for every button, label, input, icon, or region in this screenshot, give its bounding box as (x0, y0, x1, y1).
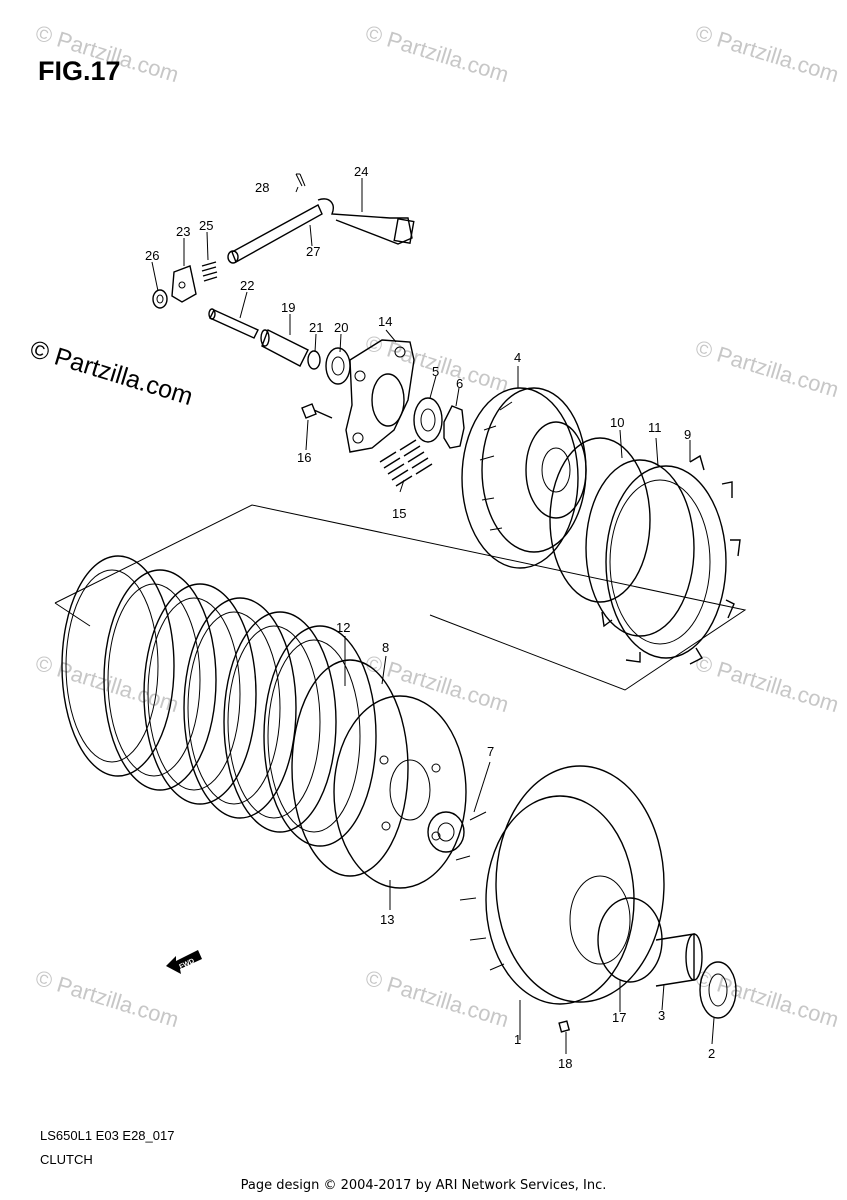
primary-driven-gear (455, 765, 665, 1005)
callout-label: 20 (334, 320, 348, 335)
callout-label: 11 (648, 420, 662, 435)
o-ring (307, 350, 321, 370)
callout-label: 12 (336, 620, 350, 635)
bearing (325, 347, 351, 385)
callout-label: 23 (176, 224, 190, 239)
pressure-plate (345, 339, 415, 453)
callout-label: 18 (558, 1056, 572, 1071)
callout-label: 4 (514, 350, 521, 365)
callout-label: 13 (380, 912, 394, 927)
callout-label: 8 (382, 640, 389, 655)
clutch-plate-10 (549, 437, 651, 603)
forward-arrow (166, 950, 202, 974)
drive-plate-9 (601, 454, 741, 665)
callout-label: 17 (612, 1010, 626, 1025)
return-spring (201, 261, 218, 282)
callout-label: 16 (297, 450, 311, 465)
washer-2 (699, 961, 737, 1019)
callout-label: 15 (392, 506, 406, 521)
page-footer: Page design © 2004-2017 by ARI Network S… (240, 1178, 607, 1193)
callout-label: 25 (199, 218, 213, 233)
spacer (655, 933, 695, 987)
clutch-hub-13 (333, 695, 467, 889)
diagram-caption: CLUTCH (40, 1152, 93, 1167)
callout-label: 6 (456, 376, 463, 391)
bolt (301, 403, 333, 419)
callout-label: 24 (354, 164, 368, 179)
kick-driven-gear (597, 897, 663, 983)
clutch-plate-11 (585, 459, 695, 637)
diagram-code: LS650L1 E03 E28_017 (40, 1128, 175, 1143)
assembly-outline (54, 504, 747, 691)
callout-label: 3 (658, 1008, 665, 1023)
callout-label: 27 (306, 244, 320, 259)
gear-pin (558, 1020, 571, 1033)
drive-plate-8 (291, 659, 409, 877)
callout-label: 10 (610, 415, 624, 430)
callout-label: 7 (487, 744, 494, 759)
release-pin (209, 309, 259, 339)
release-arm (227, 198, 415, 264)
callout-label: 9 (684, 427, 691, 442)
callout-label: 22 (240, 278, 254, 293)
push-rod (261, 329, 309, 367)
clutch-springs (379, 439, 433, 487)
lock-washer (443, 405, 465, 449)
clutch-nut (413, 397, 443, 443)
bracket (171, 265, 197, 303)
callout-label: 2 (708, 1046, 715, 1061)
clutch-plate-stack (61, 555, 377, 847)
callout-label: 19 (281, 300, 295, 315)
washer (152, 289, 168, 309)
callout-label: 5 (432, 364, 439, 379)
cotter-pin (295, 173, 306, 187)
callout-label: 21 (309, 320, 323, 335)
callout-label: 14 (378, 314, 392, 329)
callout-label: 28 (255, 180, 269, 195)
callout-label: 26 (145, 248, 159, 263)
figure-title: FIG.17 (38, 56, 121, 86)
callout-label: 1 (514, 1032, 521, 1047)
clutch-sleeve-hub (461, 387, 587, 569)
thrust-washer (427, 811, 465, 853)
